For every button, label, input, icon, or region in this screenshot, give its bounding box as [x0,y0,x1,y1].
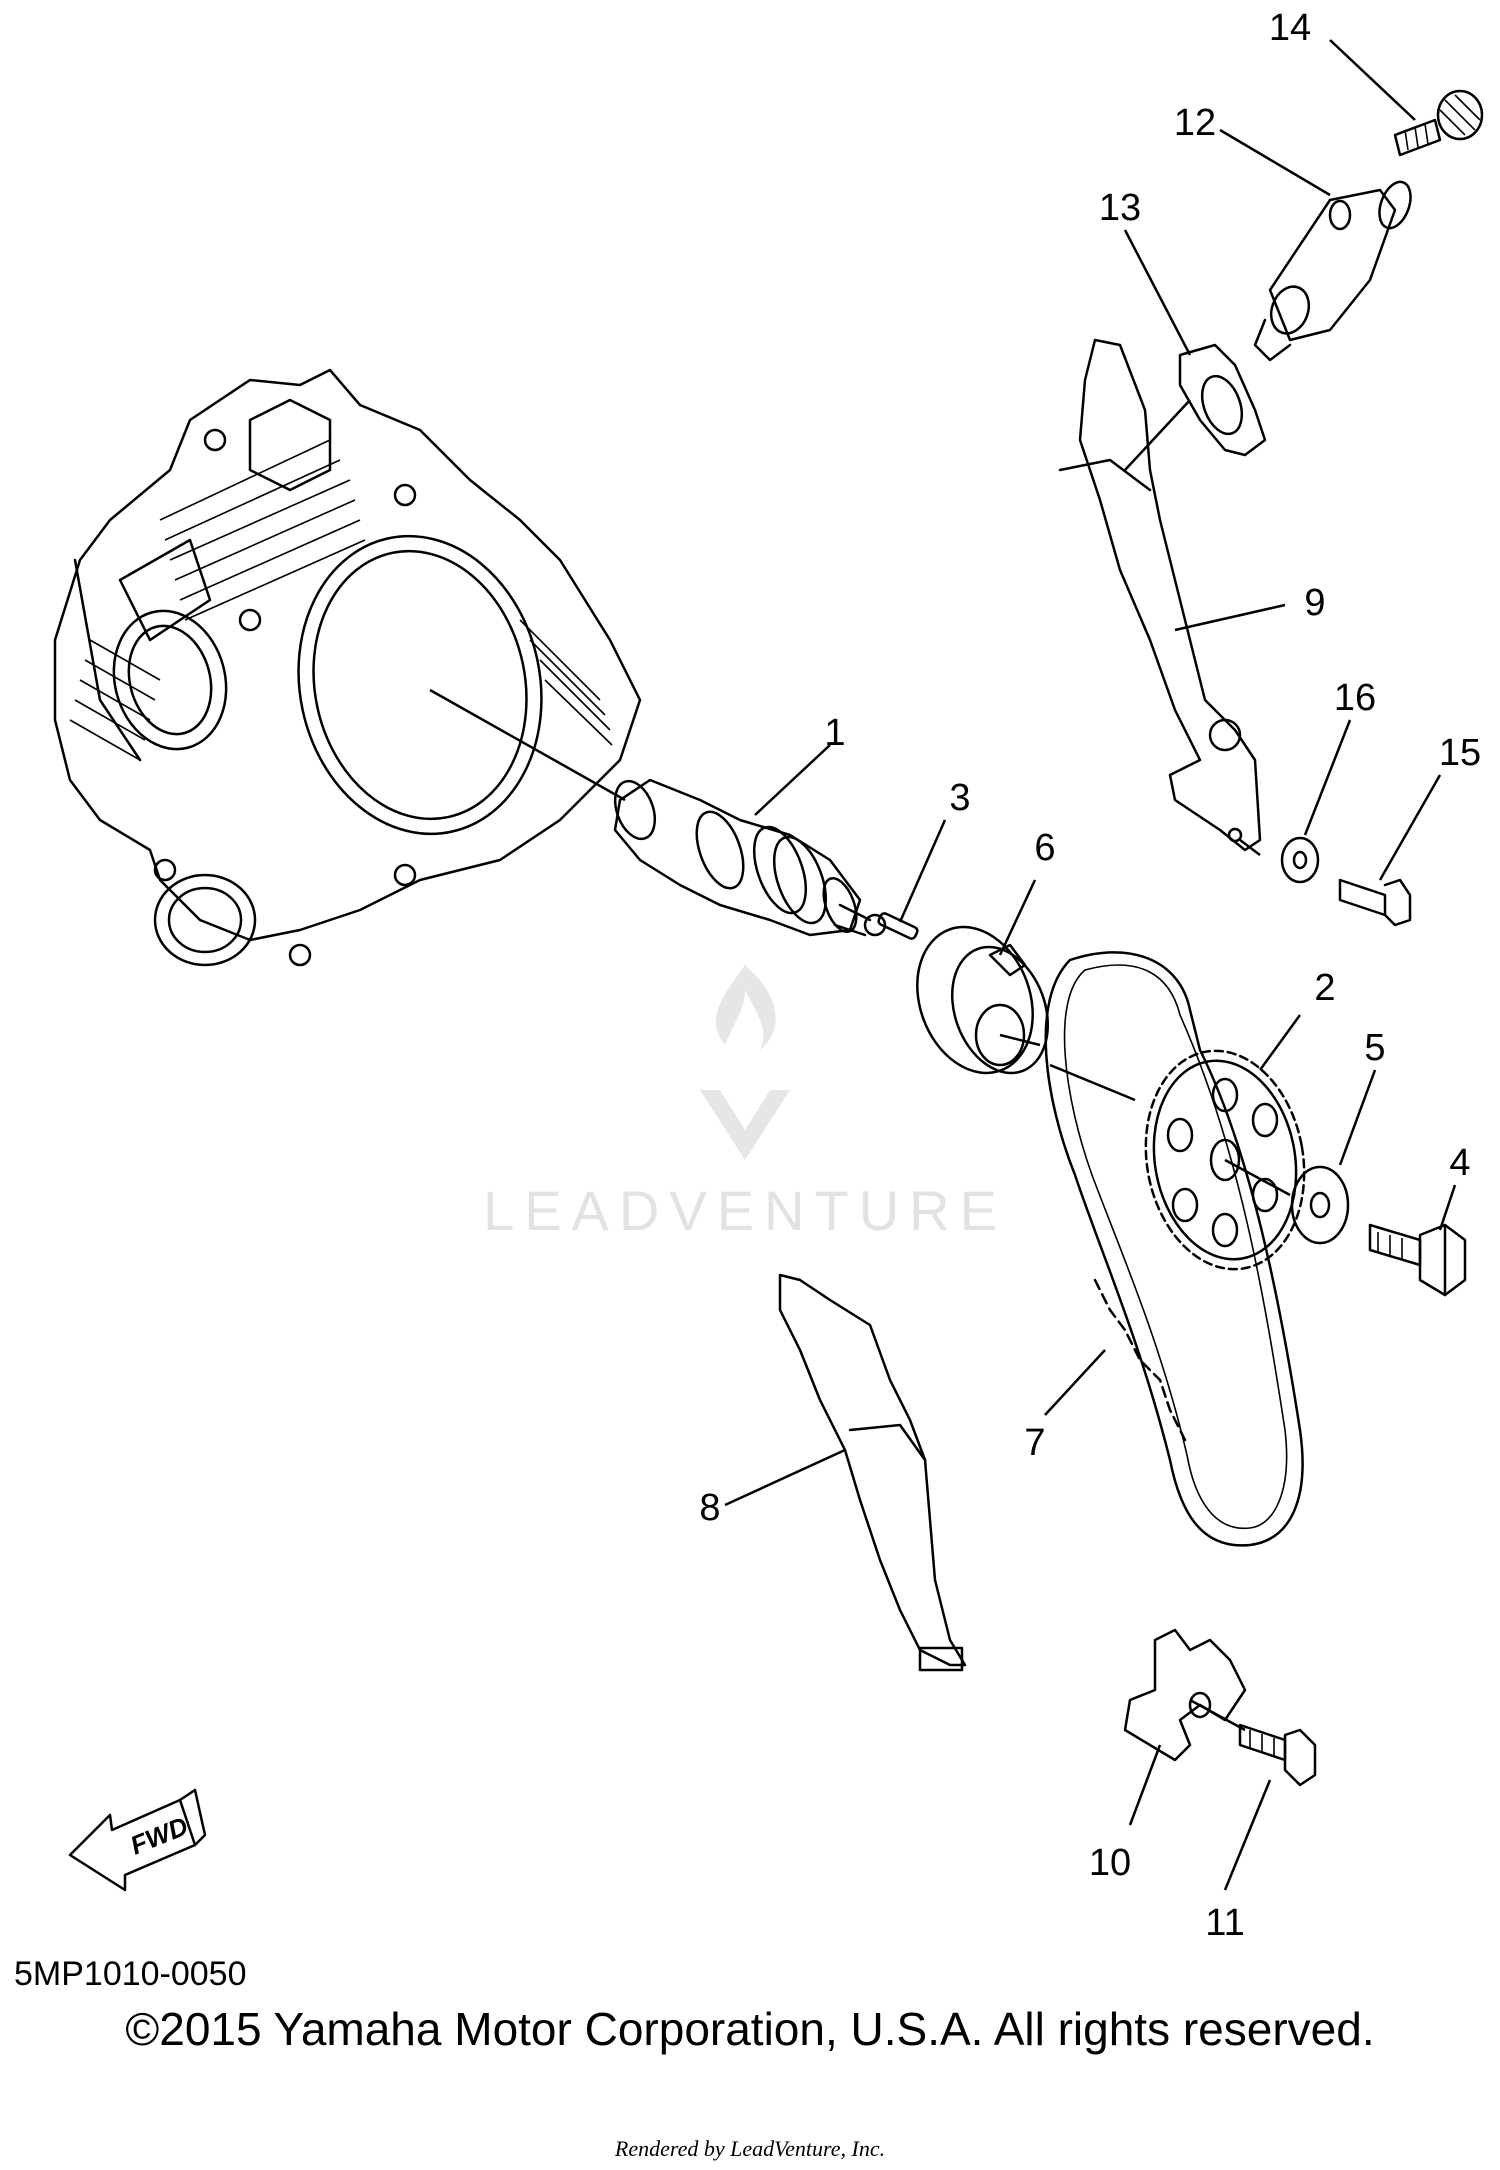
sprocket-bolt [1368,1223,1467,1297]
part-label-10: 10 [1089,1842,1131,1884]
part-label-3: 3 [949,777,970,819]
part-label-7: 7 [1024,1422,1045,1464]
washer [1290,1165,1350,1245]
part-label-9: 9 [1304,582,1325,624]
part-label-4: 4 [1449,1142,1470,1184]
part-label-2: 2 [1314,967,1335,1009]
cam-sprocket [1144,1049,1306,1271]
part-label-8: 8 [699,1487,720,1529]
tensioner-cap-bolt [1393,89,1484,157]
dowel-pin [877,912,919,940]
part-label-1: 1 [824,712,845,754]
chain-guide-front [778,1273,967,1672]
part-label-13: 13 [1099,187,1141,229]
chain-stopper-guide [1123,1628,1247,1762]
guide-bolt [1338,878,1412,927]
diagram-code: 5MP1010-0050 [14,1955,247,1993]
fwd-label: FWD [126,1810,192,1860]
part-label-15: 15 [1439,732,1481,774]
fwd-arrow-icon: FWD [68,1788,207,1892]
part-number-labels: 14 12 13 9 16 15 1 3 6 2 5 4 7 8 10 11 [699,7,1481,1944]
part-label-6: 6 [1034,827,1055,869]
part-label-11: 11 [1205,1902,1244,1944]
leadventure-watermark: LEADVENTURE [483,965,1007,1242]
part-label-16: 16 [1334,677,1376,719]
part-label-14: 14 [1269,7,1311,49]
chain-tensioner-guide [1058,338,1262,852]
watermark-text: LEADVENTURE [483,1179,1007,1242]
rendered-by-notice: Rendered by LeadVenture, Inc. [614,2136,886,2161]
guide-washer [1280,836,1320,884]
leader-lines [429,39,1457,1891]
tensioner-gasket [1178,343,1267,457]
copyright-notice: ©2015 Yamaha Motor Corporation, U.S.A. A… [125,2003,1375,2055]
camshaft [613,778,887,937]
part-label-12: 12 [1174,102,1216,144]
chain-tensioner [1253,180,1412,362]
part-label-5: 5 [1364,1027,1385,1069]
cam-collar [916,925,1050,1075]
stopper-bolt [1238,1723,1317,1787]
cylinder-head [53,368,642,967]
